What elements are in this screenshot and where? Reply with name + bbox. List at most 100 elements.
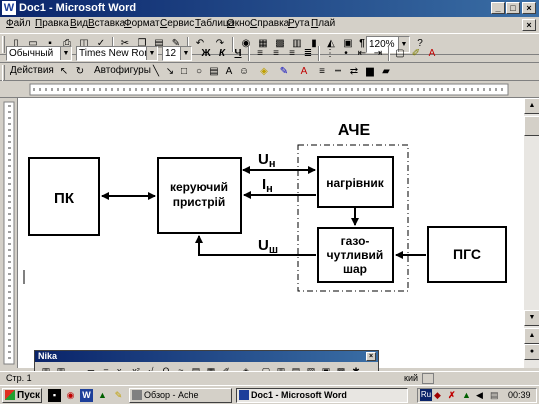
taskbar-task-ache[interactable]: Обзор - Ache	[129, 388, 232, 403]
language-indicator[interactable]: Ru	[420, 389, 432, 401]
justify-icon[interactable]: ≣	[303, 48, 313, 59]
line-color-icon[interactable]: ✎	[279, 66, 289, 77]
numbering-icon[interactable]: ⋮	[325, 48, 335, 59]
drawing-font-color-icon[interactable]: A	[300, 66, 308, 77]
redo-icon[interactable]: ↷	[215, 38, 225, 49]
menu-insert[interactable]: Вставка	[88, 18, 126, 29]
word-quicklaunch-icon[interactable]: W	[80, 389, 93, 402]
tray-app-icon-4[interactable]: ▤	[490, 390, 499, 400]
arrow-tool-icon[interactable]: ↘	[165, 66, 175, 77]
book-status-icon[interactable]	[422, 373, 434, 384]
save-icon[interactable]: ▪	[48, 38, 52, 49]
menu-edit[interactable]: Правка	[35, 18, 69, 29]
maximize-button[interactable]: □	[506, 2, 520, 14]
menu-tools[interactable]: Сервис	[160, 18, 195, 29]
shadow-icon[interactable]: ▆	[366, 66, 374, 77]
doc-close-button[interactable]: ×	[522, 19, 536, 31]
highlight-icon[interactable]: ✐	[411, 48, 421, 59]
pencil-quicklaunch-icon[interactable]: ✎	[114, 390, 123, 400]
menu-plai[interactable]: Плай	[311, 18, 336, 29]
chevron-down-icon[interactable]: ▼	[398, 37, 409, 52]
scroll-down-button[interactable]: ▼	[524, 310, 539, 326]
wordart-icon[interactable]: A	[225, 66, 233, 77]
italic-button[interactable]: К	[218, 48, 226, 59]
cut-icon[interactable]: ✂	[120, 38, 130, 49]
close-button[interactable]: ×	[522, 2, 536, 14]
align-right-icon[interactable]: ≡	[289, 48, 295, 59]
nika-close-button[interactable]: ×	[366, 352, 376, 361]
print-icon[interactable]: ⎙	[63, 38, 71, 49]
style-select[interactable]: Обычный ▼	[6, 46, 72, 61]
font-size-select[interactable]: 12 ▼	[162, 46, 192, 61]
start-button[interactable]: Пуск	[2, 388, 42, 403]
fill-color-icon[interactable]: ◈	[260, 66, 268, 77]
font-select[interactable]: Times New Roman ▼	[76, 46, 158, 61]
app-quicklaunch-icon[interactable]: ▲	[98, 390, 107, 400]
chevron-down-icon[interactable]: ▼	[60, 47, 71, 60]
horizontal-ruler[interactable]	[0, 81, 539, 98]
vertical-ruler[interactable]	[0, 98, 18, 368]
align-left-icon[interactable]: ≡	[257, 48, 263, 59]
copy-icon[interactable]: ❐	[137, 38, 147, 49]
menu-table[interactable]: Таблица	[195, 18, 235, 29]
decrease-indent-icon[interactable]: ⇤	[357, 48, 367, 59]
paste-icon[interactable]: ▤	[154, 38, 164, 49]
autoshapes-menu-button[interactable]: Автофигуры	[94, 65, 151, 76]
tray-app-icon-1[interactable]: ◆	[434, 390, 441, 400]
insert-excel-icon[interactable]: ▥	[292, 38, 302, 49]
document-page[interactable]: АЧЕ ПК керуючий пристрій нагрівник газо-…	[18, 98, 523, 368]
drawing-icon[interactable]: ◭	[327, 38, 335, 49]
hyperlink-icon[interactable]: ◉	[241, 38, 251, 49]
previous-page-icon[interactable]: ▲	[524, 328, 539, 344]
insert-table-icon[interactable]: ▩	[275, 38, 285, 49]
menu-help[interactable]: Справка	[250, 18, 290, 29]
align-center-icon[interactable]: ≡	[273, 48, 279, 59]
text-box-icon[interactable]: ▤	[209, 66, 219, 77]
line-tool-icon[interactable]: ╲	[152, 66, 160, 77]
menu-format[interactable]: Формат	[124, 18, 160, 29]
desktop-quicklaunch-icon[interactable]: ▪	[48, 389, 61, 402]
vertical-scrollbar[interactable]: ▲ ▼ ▲ ●	[523, 98, 539, 368]
bold-button[interactable]: Ж	[201, 48, 211, 59]
clip-art-icon[interactable]: ☺	[238, 66, 250, 77]
dash-style-icon[interactable]: ┅	[334, 66, 342, 77]
chevron-down-icon[interactable]: ▼	[180, 47, 191, 60]
scroll-up-button[interactable]: ▲	[524, 98, 539, 114]
print-preview-icon[interactable]: ◫	[79, 38, 89, 49]
menu-ruta[interactable]: Рута	[288, 18, 310, 29]
document-map-icon[interactable]: ▣	[343, 38, 353, 49]
open-folder-icon[interactable]: ▭	[28, 38, 38, 49]
show-hide-icon[interactable]: ¶	[359, 38, 365, 49]
chevron-down-icon[interactable]: ▼	[146, 47, 157, 60]
taskbar-task-word[interactable]: Doc1 - Microsoft Word	[236, 388, 408, 403]
volume-icon[interactable]: ◀	[476, 390, 483, 400]
font-color-icon[interactable]: A	[428, 48, 436, 59]
help-icon[interactable]: ?	[417, 38, 423, 49]
bullets-icon[interactable]: •	[344, 48, 348, 59]
word-app-icon[interactable]: W	[2, 1, 16, 15]
tray-app-icon-3[interactable]: ▲	[462, 390, 471, 400]
explorer-quicklaunch-icon[interactable]: ◉	[66, 390, 75, 400]
3d-icon[interactable]: ▰	[382, 66, 390, 77]
select-browse-object-icon[interactable]: ●	[524, 344, 539, 360]
underline-button[interactable]: Ч	[234, 48, 242, 59]
spelling-icon[interactable]: ✓	[96, 38, 106, 49]
undo-icon[interactable]: ↶	[195, 38, 205, 49]
minimize-button[interactable]: _	[491, 2, 505, 14]
tables-borders-icon[interactable]: ▦	[258, 38, 268, 49]
new-document-icon[interactable]: ▯	[13, 38, 19, 49]
rectangle-tool-icon[interactable]: □	[180, 66, 188, 77]
format-painter-icon[interactable]: ✎	[171, 38, 181, 49]
tray-app-icon-2[interactable]: ✗	[448, 390, 456, 400]
actions-menu-button[interactable]: Действия	[10, 65, 54, 76]
title-bar[interactable]: W Doc1 - Microsoft Word _ □ ×	[0, 0, 539, 17]
arrow-style-icon[interactable]: ⇄	[349, 66, 359, 77]
menu-view[interactable]: Вид	[70, 18, 89, 29]
line-style-icon[interactable]: ≡	[319, 66, 325, 77]
nika-toolbar-title[interactable]: Nika	[35, 351, 378, 362]
menu-window[interactable]: Окно	[227, 18, 251, 29]
menu-file[interactable]: Файл	[6, 18, 31, 29]
columns-icon[interactable]: ▮	[311, 38, 317, 49]
oval-tool-icon[interactable]: ○	[195, 66, 203, 77]
clock[interactable]: 00:39	[508, 390, 531, 400]
